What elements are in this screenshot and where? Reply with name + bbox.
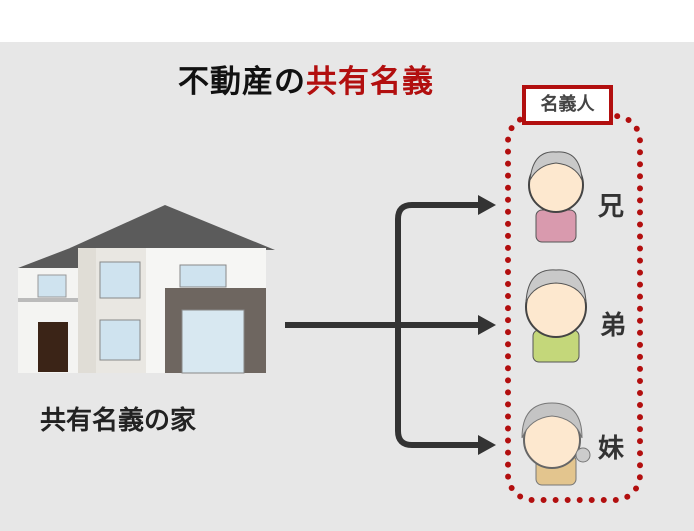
- owners-label: 名義人: [522, 85, 613, 125]
- page-title: 不動産の共有名義: [178, 56, 434, 101]
- arrowhead-icon: [478, 435, 496, 455]
- arrowhead-icon: [478, 315, 496, 335]
- younger-brother-avatar-icon: [525, 269, 587, 363]
- owner-label-elder-brother: 兄: [598, 192, 625, 222]
- arrowhead-icon: [478, 195, 496, 215]
- owner-label-younger-brother: 弟: [600, 311, 627, 341]
- owner-label-sister: 妹: [598, 434, 625, 464]
- elder-brother-avatar-icon: [528, 151, 584, 243]
- arrow-branch: [395, 202, 480, 448]
- house-icon: [18, 205, 275, 374]
- title-red: 共有名義: [306, 64, 434, 100]
- sister-avatar-icon: [521, 402, 591, 486]
- top-band: [0, 0, 694, 42]
- title-black: 不動産の: [178, 64, 306, 100]
- arrows: [285, 202, 480, 448]
- house-label: 共有名義の家: [40, 406, 197, 436]
